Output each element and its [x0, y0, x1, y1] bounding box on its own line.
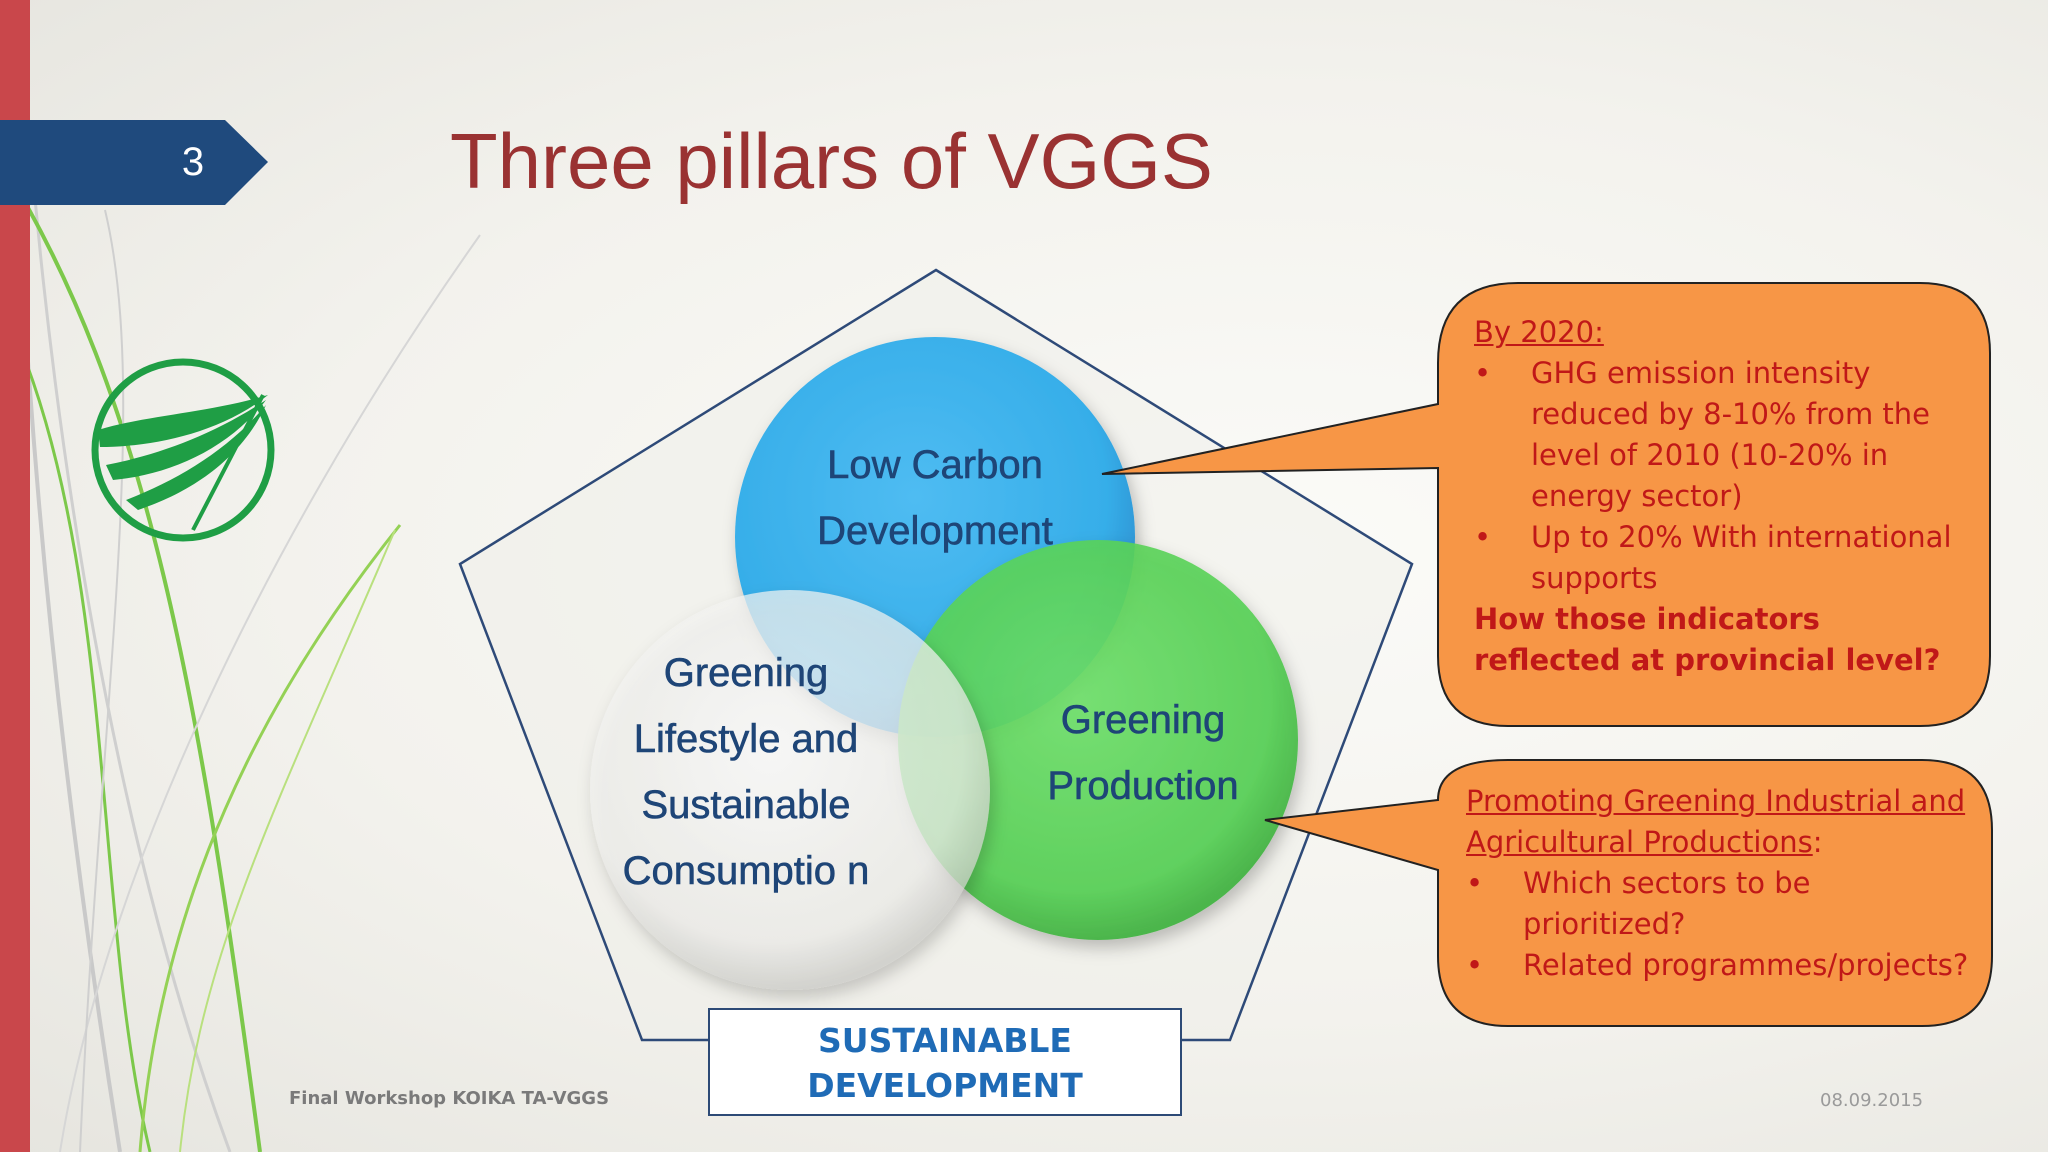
- callout-1-text: By 2020: GHG emission intensity reduced …: [1474, 312, 1970, 681]
- callout-1-heading: By 2020:: [1474, 315, 1604, 349]
- callout-2-text: Promoting Greening Industrial and Agricu…: [1466, 781, 1974, 986]
- base-label-line1: SUSTAINABLE: [818, 1021, 1072, 1060]
- green-production-label: Greening Production: [1047, 698, 1239, 809]
- footer-date: 08.09.2015: [1820, 1090, 1924, 1111]
- sustainable-development-box: SUSTAINABLE DEVELOPMENT: [708, 1008, 1182, 1116]
- green-lifestyle-label: Greening Lifestyle and Sustainable Consu…: [622, 651, 870, 894]
- slide-number-tag: [0, 120, 268, 205]
- slide-number: 3: [181, 140, 205, 184]
- base-label-line2: DEVELOPMENT: [807, 1066, 1083, 1105]
- green-production-circle: [898, 540, 1298, 940]
- callout-2-list: Which sectors to be prioritized? Related…: [1466, 863, 1974, 986]
- footer-workshop-label: Final Workshop KOIKA TA-VGGS: [289, 1088, 610, 1109]
- list-item: GHG emission intensity reduced by 8-10% …: [1474, 353, 1970, 517]
- list-item: Up to 20% With international supports: [1474, 517, 1970, 599]
- list-item: Which sectors to be prioritized?: [1466, 863, 1974, 945]
- callout-1-list: GHG emission intensity reduced by 8-10% …: [1474, 353, 1970, 599]
- logo-emblem: [91, 358, 275, 542]
- callout-2-heading-suffix: :: [1812, 825, 1823, 859]
- slide-title: Three pillars of VGGS: [450, 117, 1213, 205]
- list-item: Related programmes/projects?: [1466, 945, 1974, 986]
- callout-1-question: How those indicators reflected at provin…: [1474, 602, 1941, 677]
- green-lifestyle-circle: [590, 590, 990, 990]
- callout-2-heading: Promoting Greening Industrial and Agricu…: [1466, 784, 1966, 859]
- low-carbon-label: Low Carbon Development: [817, 443, 1053, 554]
